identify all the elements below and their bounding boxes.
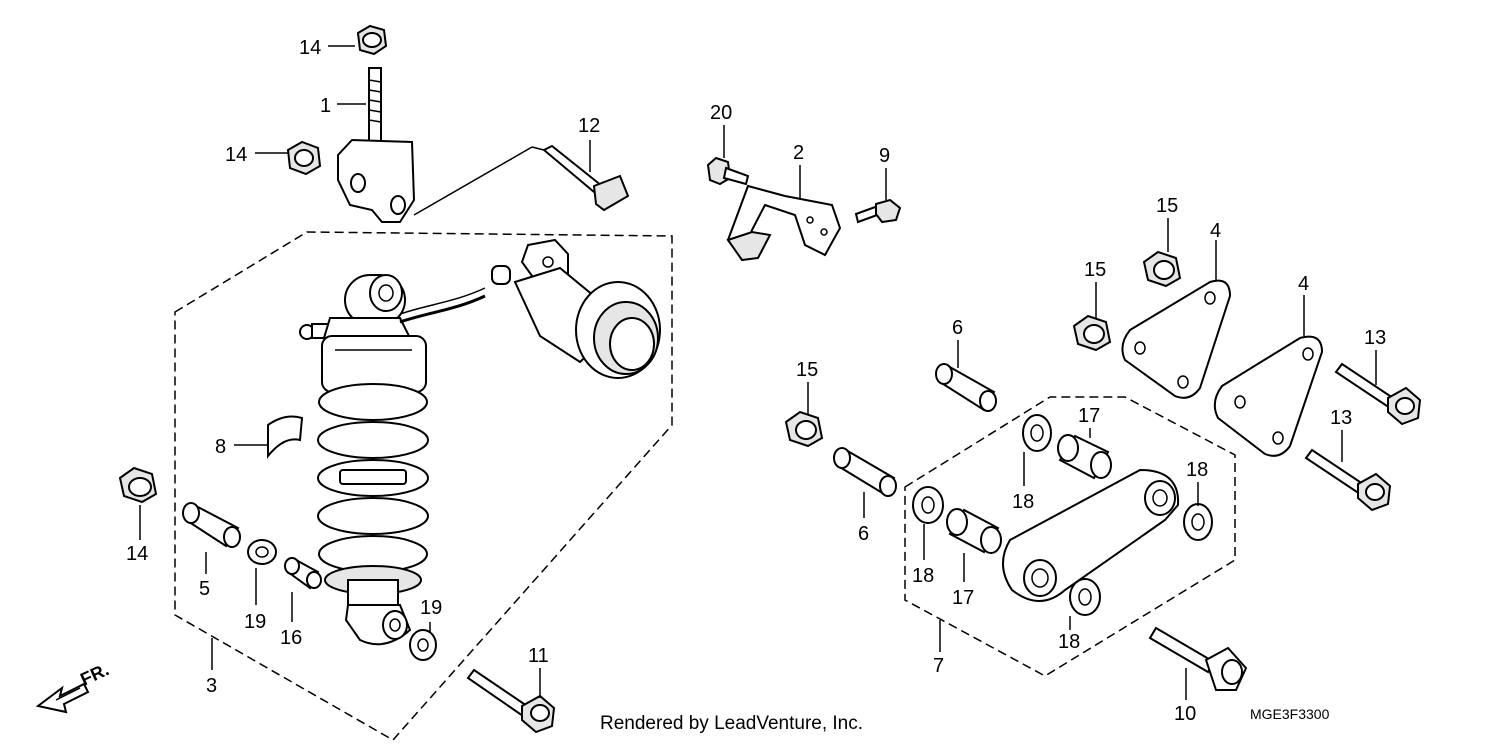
washer-part-18-left[interactable] <box>912 486 944 524</box>
callout-18: 18 <box>1186 459 1208 481</box>
callout-15: 15 <box>1156 195 1178 217</box>
shock-assembly-outline <box>174 231 673 741</box>
callout-18: 18 <box>912 565 934 587</box>
bushing-part-16[interactable] <box>284 557 322 590</box>
callout-15: 15 <box>796 359 818 381</box>
callout-7: 7 <box>933 655 944 677</box>
callout-3: 3 <box>206 675 217 697</box>
reservoir-adjuster[interactable] <box>491 238 661 379</box>
bushing-part-17-upper[interactable] <box>1057 434 1112 480</box>
callout-14: 14 <box>126 543 148 565</box>
collar-part-6-lower[interactable] <box>833 447 897 497</box>
bolt-part-11[interactable] <box>466 668 556 734</box>
callout-4: 4 <box>1210 220 1221 242</box>
bushing-part-17-lower[interactable] <box>946 508 1002 554</box>
diagram-code: MGE3F3300 <box>1250 706 1330 722</box>
callout-18: 18 <box>1058 631 1080 653</box>
callout-15: 15 <box>1084 259 1106 281</box>
plate-part-4-rear[interactable] <box>1121 279 1232 399</box>
nut-part-14-lower[interactable] <box>118 466 158 504</box>
callout-19: 19 <box>244 611 266 633</box>
bracket-part-2[interactable] <box>726 184 842 262</box>
label-part-8[interactable] <box>267 415 304 459</box>
nut-part-14-middle[interactable] <box>286 140 322 176</box>
bolt-part-13-upper[interactable] <box>1334 362 1422 426</box>
front-direction-indicator: FR. <box>35 659 112 714</box>
callout-10: 10 <box>1174 703 1196 725</box>
front-arrow-icon <box>35 682 90 714</box>
washer-part-19-lower[interactable] <box>409 629 437 661</box>
bolt-part-9[interactable] <box>854 198 902 224</box>
upper-mount-part-1[interactable] <box>337 67 416 223</box>
render-credit: Rendered by LeadVenture, Inc. <box>600 713 863 734</box>
callout-13: 13 <box>1330 407 1352 429</box>
callout-14: 14 <box>299 37 321 59</box>
callout-14: 14 <box>225 144 247 166</box>
callout-2: 2 <box>793 142 804 164</box>
callout-12: 12 <box>578 115 600 137</box>
washer-part-18-right[interactable] <box>1183 503 1213 541</box>
washer-part-18-upper[interactable] <box>1022 414 1052 452</box>
link-assembly-outline <box>904 396 1236 677</box>
callout-6: 6 <box>952 317 963 339</box>
callout-17: 17 <box>952 587 974 609</box>
callout-6: 6 <box>858 523 869 545</box>
callout-18: 18 <box>1012 491 1034 513</box>
shock-absorber-part-3[interactable] <box>299 274 486 646</box>
callout-1: 1 <box>320 95 331 117</box>
callout-17: 17 <box>1078 405 1100 427</box>
nut-part-15-top[interactable] <box>1142 250 1182 288</box>
callout-20: 20 <box>710 102 732 124</box>
collar-part-5[interactable] <box>182 502 241 548</box>
callout-19: 19 <box>420 597 442 619</box>
collar-part-6-upper[interactable] <box>935 363 997 412</box>
callout-16: 16 <box>280 627 302 649</box>
callout-13: 13 <box>1364 327 1386 349</box>
nut-part-15-middle[interactable] <box>1072 314 1112 352</box>
callout-8: 8 <box>215 436 226 458</box>
bolt-part-12[interactable] <box>413 144 630 216</box>
bolt-part-13-lower[interactable] <box>1304 448 1392 512</box>
callout-11: 11 <box>528 645 549 667</box>
nut-part-14-top[interactable] <box>356 24 388 56</box>
callout-labels: 14 1 14 12 8 14 5 19 16 19 3 11 20 2 9 1… <box>126 37 1386 725</box>
bolt-part-10[interactable] <box>1148 626 1248 691</box>
nut-part-15-lower[interactable] <box>784 410 824 448</box>
washer-part-19-left[interactable] <box>247 539 277 565</box>
plate-part-4-front[interactable] <box>1213 335 1324 457</box>
callout-4: 4 <box>1298 273 1309 295</box>
bolt-part-20[interactable] <box>706 156 750 186</box>
link-arm-part-7[interactable] <box>1002 468 1180 602</box>
callout-5: 5 <box>199 578 210 600</box>
callout-9: 9 <box>879 145 890 167</box>
leader-lines <box>139 45 1377 700</box>
washer-part-18-lower[interactable] <box>1069 578 1101 616</box>
